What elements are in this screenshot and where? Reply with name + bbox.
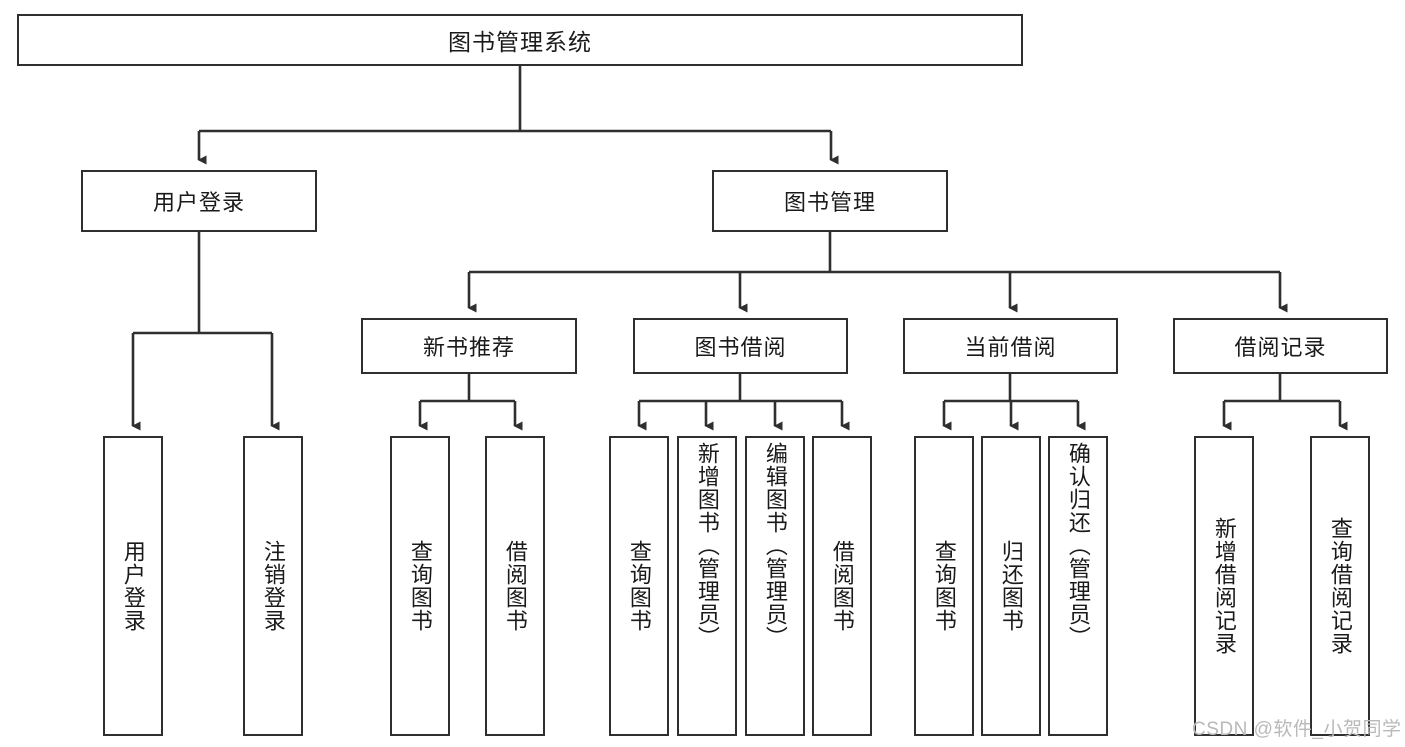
node-leaf-logout-label: 注销登录 bbox=[260, 540, 286, 632]
node-new-book-recommend-label: 新书推荐 bbox=[422, 335, 515, 360]
node-leaf-borrow-book-1[interactable]: 借阅图书 bbox=[485, 436, 545, 736]
csdn-watermark: CSDN @软件_小贺同学 bbox=[1192, 719, 1402, 740]
node-leaf-add-book-label: 新增图书（管理员） bbox=[694, 442, 720, 649]
node-current-borrow[interactable]: 当前借阅 bbox=[903, 318, 1118, 374]
node-borrow-record-label: 借阅记录 bbox=[1234, 335, 1327, 360]
node-user-login[interactable]: 用户登录 bbox=[81, 170, 317, 232]
node-leaf-user-login[interactable]: 用户登录 bbox=[103, 436, 163, 736]
node-leaf-query-book-2-label: 查询图书 bbox=[626, 540, 652, 632]
node-leaf-confirm-return-label: 确认归还（管理员） bbox=[1065, 442, 1091, 649]
node-leaf-borrow-book-2-label: 借阅图书 bbox=[829, 540, 855, 632]
node-leaf-user-login-label: 用户登录 bbox=[120, 540, 146, 632]
node-leaf-edit-book-label: 编辑图书（管理员） bbox=[762, 442, 788, 649]
node-root[interactable]: 图书管理系统 bbox=[17, 14, 1023, 66]
node-leaf-edit-book[interactable]: 编辑图书（管理员） bbox=[745, 436, 805, 736]
node-leaf-return-book-label: 归还图书 bbox=[998, 540, 1024, 632]
node-leaf-query-book-3[interactable]: 查询图书 bbox=[914, 436, 974, 736]
node-new-book-recommend[interactable]: 新书推荐 bbox=[361, 318, 577, 374]
node-leaf-logout[interactable]: 注销登录 bbox=[243, 436, 303, 736]
node-leaf-add-record[interactable]: 新增借阅记录 bbox=[1194, 436, 1254, 736]
node-book-management-label: 图书管理 bbox=[783, 190, 876, 215]
node-leaf-add-book[interactable]: 新增图书（管理员） bbox=[677, 436, 737, 736]
node-leaf-query-book-2[interactable]: 查询图书 bbox=[609, 436, 669, 736]
node-leaf-add-record-label: 新增借阅记录 bbox=[1211, 517, 1237, 655]
node-leaf-confirm-return[interactable]: 确认归还（管理员） bbox=[1048, 436, 1108, 736]
node-user-login-label: 用户登录 bbox=[152, 190, 245, 215]
node-leaf-borrow-book-2[interactable]: 借阅图书 bbox=[812, 436, 872, 736]
node-leaf-query-record[interactable]: 查询借阅记录 bbox=[1310, 436, 1370, 736]
node-book-borrow[interactable]: 图书借阅 bbox=[633, 318, 848, 374]
node-leaf-return-book[interactable]: 归还图书 bbox=[981, 436, 1041, 736]
node-current-borrow-label: 当前借阅 bbox=[964, 335, 1057, 360]
node-leaf-query-book-3-label: 查询图书 bbox=[931, 540, 957, 632]
node-root-label: 图书管理系统 bbox=[448, 29, 592, 55]
node-leaf-query-record-label: 查询借阅记录 bbox=[1327, 517, 1353, 655]
node-borrow-record[interactable]: 借阅记录 bbox=[1173, 318, 1388, 374]
node-leaf-query-book-1[interactable]: 查询图书 bbox=[390, 436, 450, 736]
node-leaf-borrow-book-1-label: 借阅图书 bbox=[502, 540, 528, 632]
node-book-management[interactable]: 图书管理 bbox=[712, 170, 948, 232]
node-leaf-query-book-1-label: 查询图书 bbox=[407, 540, 433, 632]
node-book-borrow-label: 图书借阅 bbox=[694, 335, 787, 360]
